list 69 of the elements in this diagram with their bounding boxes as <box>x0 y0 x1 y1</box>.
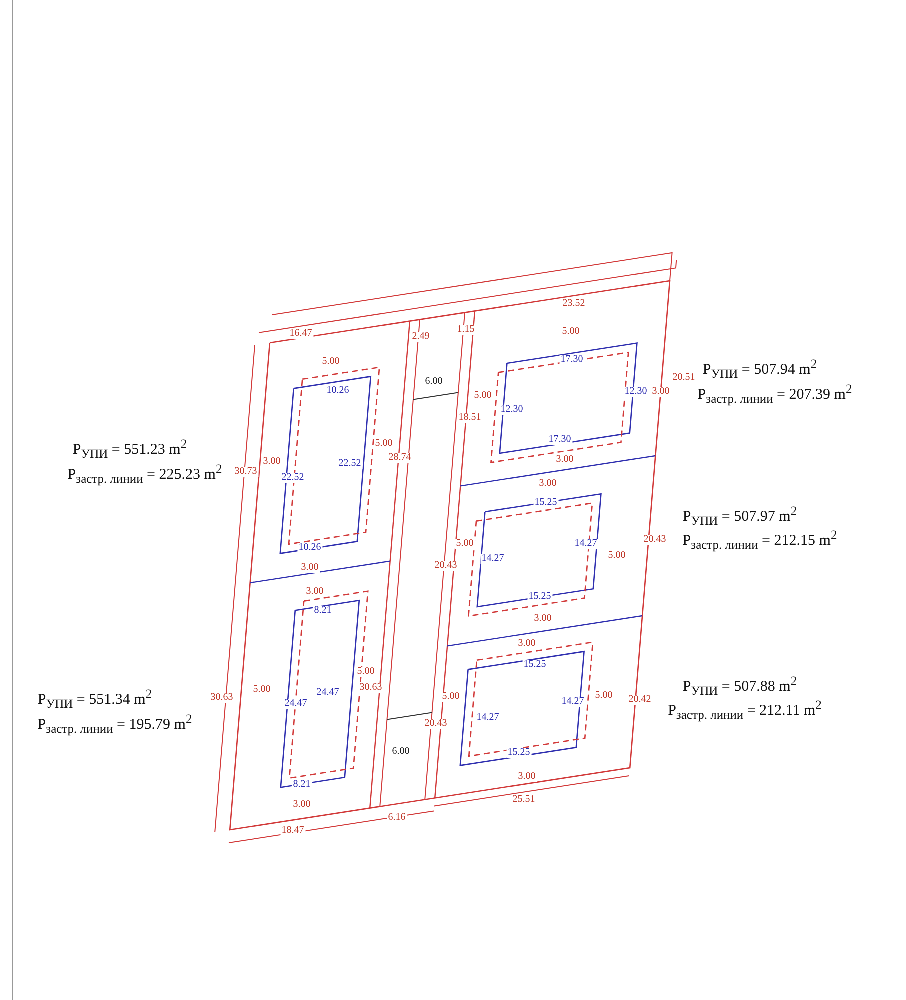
dimension-label: 20.51 <box>672 373 696 383</box>
dimension-label: 5.00 <box>473 391 493 401</box>
dimension-label: 5.00 <box>374 439 394 449</box>
dimension-label: 12.30 <box>624 387 648 397</box>
dimension-label: 5.00 <box>321 357 341 367</box>
area-label: P$_{застр. линии}$ = 212.11 m$^{2}$ <box>668 699 822 723</box>
dimension-label: 3.00 <box>533 614 553 624</box>
dimension-label: 14.27 <box>560 697 586 707</box>
dimension-label: 10.26 <box>298 543 322 553</box>
dimension-label: 3.00 <box>292 800 312 810</box>
area-label: P$_{УПИ}$ = 507.97 m$^{2}$ <box>682 505 798 529</box>
dimension-label: 24.47 <box>316 688 340 698</box>
dimension-label: 25.51 <box>512 795 536 805</box>
dimension-label: 24.47 <box>284 699 308 709</box>
dimension-label: 16.47 <box>288 329 314 339</box>
dimension-label: 5.00 <box>607 551 627 561</box>
area-label: P$_{УПИ}$ = 507.88 m$^{2}$ <box>682 675 798 699</box>
dimension-label: 15.25 <box>506 748 532 758</box>
dimension-label: 12.30 <box>500 405 524 415</box>
dimension-label: 5.00 <box>594 691 614 701</box>
dimension-label: 30.63 <box>210 693 234 703</box>
dimension-label: 6.16 <box>387 813 407 823</box>
dimension-label: 3.00 <box>555 455 575 465</box>
dimension-label: 5.00 <box>356 667 376 677</box>
area-label: P$_{УПИ}$ = 551.34 m$^{2}$ <box>38 688 152 712</box>
dimension-label: 5.00 <box>561 327 581 337</box>
dimension-label: 15.25 <box>522 660 548 670</box>
dimension-label: 14.27 <box>574 539 598 549</box>
dimension-label: 20.43 <box>424 719 448 729</box>
dimension-label: 5.00 <box>455 539 475 549</box>
dimension-label: 22.52 <box>338 459 362 469</box>
dimension-label: 17.30 <box>548 435 572 445</box>
dimension-label: 3.00 <box>517 639 537 649</box>
dimension-label: 14.27 <box>476 713 500 723</box>
dimension-label: 30.73 <box>234 467 258 477</box>
dimension-label: 3.00 <box>538 479 558 489</box>
dimension-label: 17.30 <box>560 355 584 365</box>
dimension-label: 22.52 <box>280 473 306 483</box>
dimension-label: 3.00 <box>305 587 325 597</box>
dimension-label: 10.26 <box>326 386 350 396</box>
dimension-label: 15.25 <box>534 498 558 508</box>
dimension-label: 18.51 <box>458 413 482 423</box>
dimension-label: 6.00 <box>391 747 411 757</box>
dimension-label: 5.00 <box>252 685 272 695</box>
area-label: P$_{застр. линии}$ = 212.15 m$^{2}$ <box>682 529 838 553</box>
dimension-label: 14.27 <box>480 554 506 564</box>
area-label: P$_{застр. линии}$ = 207.39 m$^{2}$ <box>698 383 852 407</box>
dimension-label: 15.25 <box>528 592 552 602</box>
dimension-label: 18.47 <box>280 826 306 836</box>
dimension-label: 30.63 <box>358 683 384 693</box>
dimension-label: 6.00 <box>424 377 444 387</box>
dimension-label: 2.49 <box>411 332 431 342</box>
area-label: P$_{УПИ}$ = 551.23 m$^{2}$ <box>72 438 188 462</box>
dimension-label: 28.74 <box>388 453 412 463</box>
dimension-label: 20.43 <box>642 535 668 545</box>
dimension-label: 8.21 <box>292 780 312 790</box>
dimension-label: 1.15 <box>456 325 476 335</box>
dimension-label: 3.00 <box>262 457 282 467</box>
dimension-label: 3.00 <box>300 563 320 573</box>
dimension-label: 5.00 <box>441 692 461 702</box>
dimension-label: 8.21 <box>313 606 333 616</box>
dimension-label: 3.00 <box>651 387 671 397</box>
dimension-label: 23.52 <box>562 299 586 309</box>
dimension-label: 20.43 <box>434 561 458 571</box>
area-label: P$_{УПИ}$ = 507.94 m$^{2}$ <box>702 358 818 382</box>
dimension-label: 3.00 <box>517 772 537 782</box>
dimension-label: 20.42 <box>628 695 652 705</box>
area-label: P$_{застр. линии}$ = 195.79 m$^{2}$ <box>38 713 192 737</box>
area-label: P$_{застр. линии}$ = 225.23 m$^{2}$ <box>68 463 222 487</box>
